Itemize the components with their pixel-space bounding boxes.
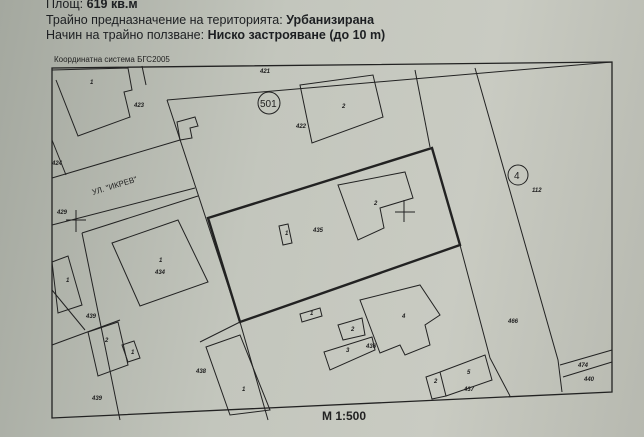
building-outline <box>337 171 414 241</box>
building-label: 1 <box>90 80 94 86</box>
subject-parcel-outline <box>206 146 462 324</box>
building-label: 2 <box>104 338 109 344</box>
building-label: 1 <box>66 278 70 284</box>
building-outline <box>51 255 83 314</box>
building-label: 1 <box>131 350 135 356</box>
parcel-label: 424 <box>51 161 63 167</box>
parcel-boundary <box>474 67 563 393</box>
building-label: 5 <box>467 370 471 376</box>
building-outline <box>299 74 384 144</box>
parcel-boundary <box>559 349 613 366</box>
parcel-label: 429 <box>56 210 68 216</box>
building-label: 1 <box>310 311 314 317</box>
parcel-label: 466 <box>507 319 519 325</box>
building-outline <box>111 219 209 307</box>
parcel-label: 438 <box>195 369 207 375</box>
parcel-label: 423 <box>133 103 145 109</box>
building-label: 1 <box>285 231 289 237</box>
parcel-label: 474 <box>577 363 589 369</box>
parcel-label: 112 <box>532 188 542 194</box>
building-label: 2 <box>350 327 355 333</box>
building-outline <box>205 334 271 416</box>
building-outline <box>87 321 129 377</box>
parcel-label: 436 <box>365 344 377 350</box>
building-label: 2 <box>433 379 438 385</box>
parcel-label: 439 <box>85 314 97 320</box>
parcel-boundary <box>141 65 147 86</box>
building-outline <box>425 371 447 400</box>
parcel-label: 421 <box>259 69 271 75</box>
purpose-line: Трайно предназначение на територията: Ур… <box>46 13 374 27</box>
parcel-boundary <box>51 319 121 346</box>
parcel-label: 434 <box>154 270 166 276</box>
street-boundary <box>51 139 181 179</box>
building-outline <box>278 223 293 246</box>
parcel-boundary <box>166 61 613 101</box>
usage-line: Начин на трайно ползване: Ниско застрояв… <box>46 28 385 42</box>
block-number: 4 <box>514 171 520 182</box>
building-label: 4 <box>401 314 406 320</box>
cross-marker <box>395 200 415 222</box>
block-number: 501 <box>260 99 277 110</box>
area-line: Площ: 619 кв.м <box>46 0 138 11</box>
street-boundary <box>81 195 199 234</box>
building-label: 3 <box>346 348 350 354</box>
building-label: 2 <box>341 104 346 110</box>
parcel-boundary <box>562 361 613 378</box>
building-outline <box>337 317 366 341</box>
building-label: 2 <box>373 201 378 207</box>
building-label: 1 <box>242 387 246 393</box>
map-scale: М 1:500 <box>322 409 367 423</box>
usage-value: Ниско застрояване (до 10 m) <box>207 28 386 42</box>
street-name: УЛ. "ИКРЕВ" <box>91 175 138 197</box>
parcel-boundary <box>166 99 269 421</box>
area-value: 619 кв.м <box>86 0 138 11</box>
parcel-label: 435 <box>312 228 324 234</box>
building-outline <box>323 336 376 371</box>
building-outline <box>176 116 199 141</box>
map-frame <box>51 61 613 419</box>
building-outline <box>121 340 141 363</box>
parcel-boundary <box>459 244 511 397</box>
block-number-circle <box>507 164 529 186</box>
building-outline <box>51 67 133 137</box>
parcel-boundary <box>414 69 431 148</box>
parcel-label: 439 <box>91 396 103 402</box>
building-outline <box>359 284 441 356</box>
parcel-boundary <box>51 139 67 176</box>
parcel-label: 440 <box>583 377 595 383</box>
coordinate-system-label: Координатна система БГС2005 <box>54 55 170 64</box>
parcel-label: 437 <box>463 387 475 393</box>
cross-marker <box>66 210 86 232</box>
area-label: Площ: <box>46 0 84 11</box>
building-outline <box>299 307 323 323</box>
purpose-label: Трайно предназначение на територията: <box>46 13 283 27</box>
building-outline <box>439 354 493 397</box>
usage-label: Начин на трайно ползване: <box>46 28 205 42</box>
parcel-label: 422 <box>295 124 307 130</box>
building-label: 1 <box>159 258 163 264</box>
purpose-value: Урбанизирана <box>286 13 375 27</box>
parcel-boundary <box>199 321 241 343</box>
block-number-circle <box>257 91 281 115</box>
